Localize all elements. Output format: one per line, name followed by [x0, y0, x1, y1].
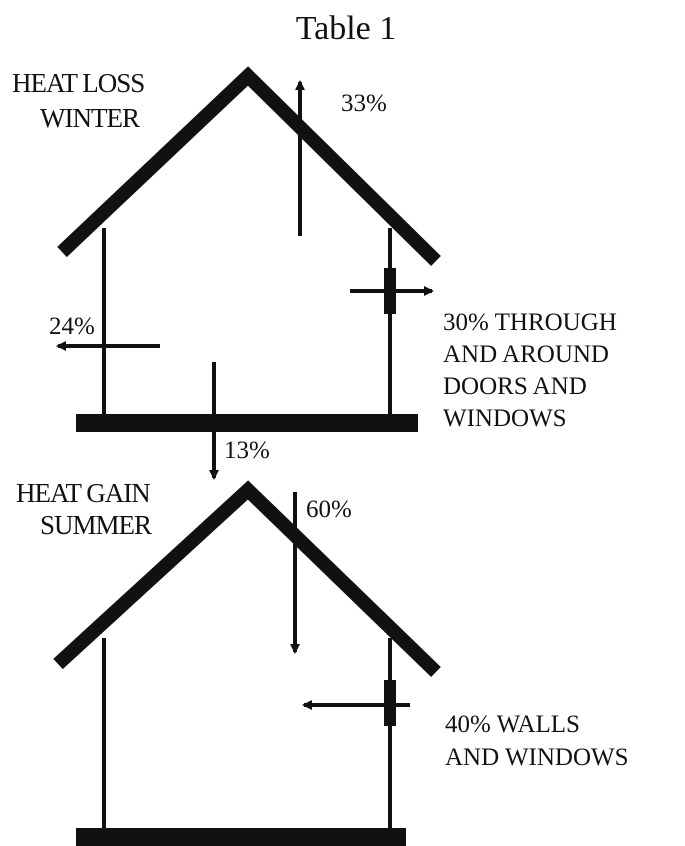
summer-walls-note-line: AND WINDOWS	[445, 744, 629, 771]
winter-doors-note-line: DOORS AND	[443, 373, 587, 400]
winter-roof-percent: 33%	[341, 90, 387, 117]
summer-roof	[53, 480, 441, 678]
winter-house	[57, 66, 441, 432]
winter-doors-note-line: WINDOWS	[443, 405, 567, 432]
summer-heading-line2: SUMMER	[40, 510, 152, 540]
summer-house	[53, 480, 441, 846]
summer-walls-note-line: 40% WALLS	[445, 711, 580, 738]
winter-floor	[76, 414, 418, 432]
summer-roof-percent: 60%	[306, 496, 352, 523]
winter-doors-note-line: 30% THROUGH	[443, 309, 617, 336]
summer-heading-line1: HEAT GAIN	[16, 478, 150, 508]
winter-floor-percent: 13%	[224, 437, 270, 464]
summer-walls-note: 40% WALLS AND WINDOWS	[445, 711, 629, 771]
winter-doors-note: 30% THROUGH AND AROUND DOORS AND WINDOWS	[443, 309, 617, 432]
winter-doors-note-line: AND AROUND	[443, 341, 609, 368]
winter-roof	[57, 66, 441, 266]
diagram-title: Table 1	[296, 10, 397, 47]
winter-heading-line2: WINTER	[40, 103, 140, 133]
winter-wall-percent: 24%	[49, 313, 95, 340]
winter-heading-line1: HEAT LOSS	[12, 68, 144, 98]
summer-floor	[76, 828, 406, 846]
